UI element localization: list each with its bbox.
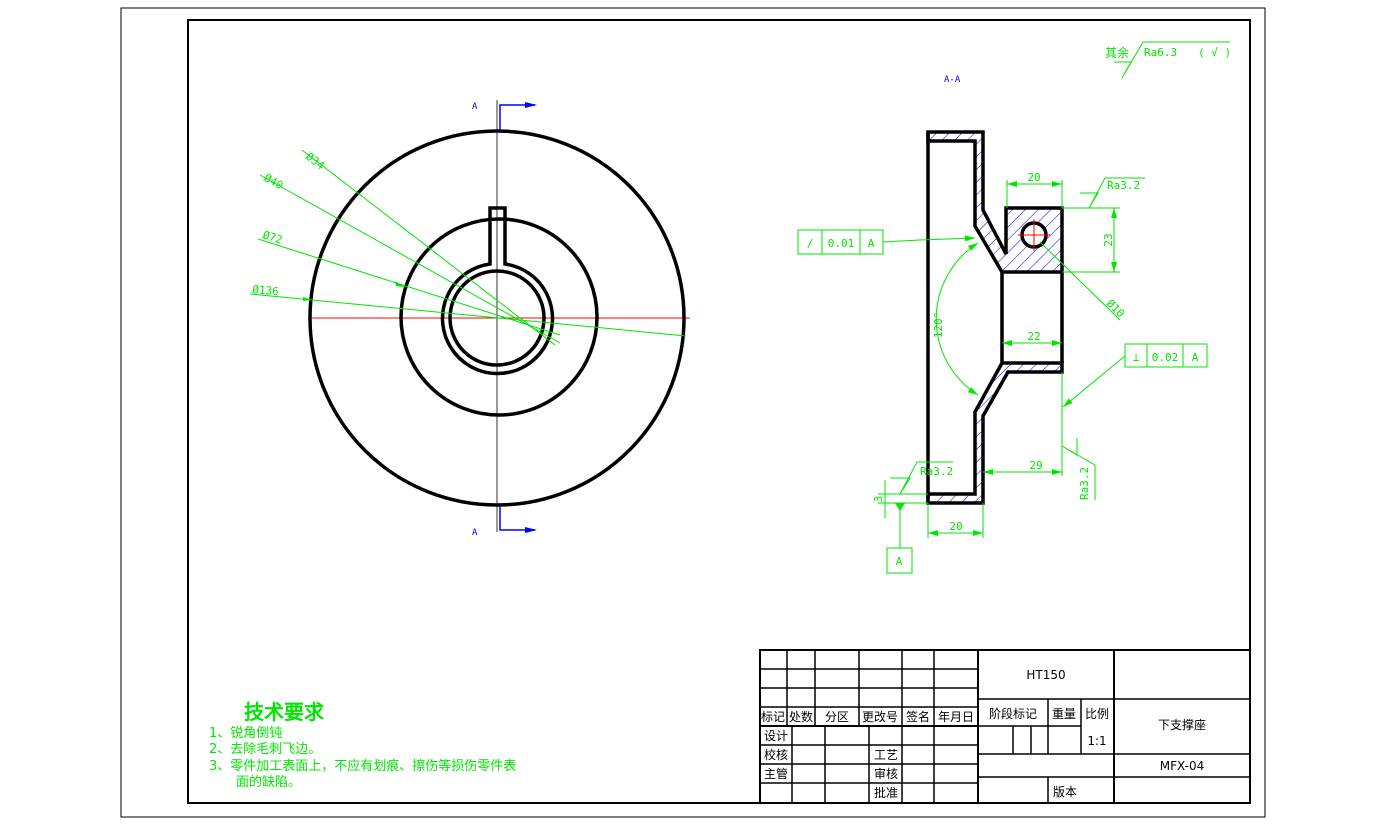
title-block [759, 649, 1251, 804]
section-mark-top: A [472, 102, 537, 130]
svg-text:/: / [807, 237, 814, 250]
section-mark-bottom: A [472, 506, 537, 538]
dim-angle: 120° [932, 242, 979, 396]
technical-requirements: 技术要求 1、锐角倒钝 2、去除毛刺飞边。 3、零件加工表面上，不应有划痕、擦伤… [209, 700, 516, 790]
tb-part-name: 下支撑座 [1158, 717, 1206, 732]
tb-weight: 重量 [1052, 707, 1076, 721]
inner-frame [187, 19, 1251, 804]
roughness-top: Ra3.2 [1080, 177, 1145, 209]
tb-header: 分区 [825, 710, 849, 724]
keyway-bore [440, 206, 555, 376]
runout-tolerance-frame: / 0.01 A [797, 229, 976, 255]
tech-req-item: 3、零件加工表面上，不应有划痕、擦伤等损伤零件表 [209, 758, 516, 774]
svg-text:( √ ): ( √ ) [1198, 46, 1231, 59]
section-label: A [472, 528, 478, 538]
tb-header: 签名 [906, 709, 930, 724]
lower-shell-section [926, 361, 1064, 505]
outer-frame [120, 7, 1266, 818]
svg-text:⊥: ⊥ [1133, 351, 1140, 364]
hole-centermark [1018, 219, 1050, 251]
tb-scale-label: 比例 [1085, 707, 1109, 721]
general-roughness: 其余 Ra6.3 ( √ ) [1105, 41, 1231, 79]
svg-text:A: A [1192, 351, 1199, 364]
tb-drawing-no: MFX-04 [1160, 759, 1204, 773]
svg-text:Ra3.2: Ra3.2 [1078, 467, 1091, 500]
tb-header: 更改号 [862, 710, 898, 724]
svg-text:A: A [868, 237, 875, 250]
dim-d40: Ø40 [259, 171, 561, 344]
upper-shell-section [926, 130, 1064, 274]
tb-role: 主管 [764, 766, 788, 781]
svg-text:3: 3 [872, 496, 885, 503]
dim-base-width: 20 [927, 503, 984, 538]
svg-text:Ø40: Ø40 [262, 171, 286, 192]
dim-boss-height: 23 [1062, 207, 1120, 273]
title-block-text: 标记 处数 分区 更改号 签名 年月日 设计 校核 主管 工艺 审核 批准 HT… [761, 668, 1206, 800]
front-view: A A Ø34 Ø40 Ø72 Ø136 [249, 100, 690, 538]
dim-bore-width: 22 [1002, 330, 1062, 346]
svg-text:其余: 其余 [1105, 45, 1129, 60]
svg-text:Ra6.3: Ra6.3 [1144, 46, 1177, 59]
section-view: A-A 20 23 Ra3.2 Ø10 [797, 75, 1208, 574]
svg-text:0.02: 0.02 [1152, 351, 1179, 364]
tb-role: 校核 [764, 747, 788, 762]
section-view-label: A-A [944, 75, 961, 85]
dim-d136: Ø136 [249, 283, 687, 337]
svg-text:29: 29 [1029, 459, 1042, 472]
tb-header: 处数 [789, 709, 813, 724]
svg-text:20: 20 [949, 520, 962, 533]
tb-role: 设计 [764, 729, 788, 743]
tech-req-title: 技术要求 [244, 700, 325, 724]
tech-req-item: 面的缺陷。 [236, 774, 301, 790]
dim-flange-offset: 29 [983, 372, 1063, 476]
svg-text:120°: 120° [932, 312, 945, 339]
tb-role: 审核 [874, 766, 898, 781]
outer-circle [308, 129, 686, 507]
svg-text:22: 22 [1027, 330, 1040, 343]
roughness-right: Ra3.2 [1061, 438, 1096, 500]
section-label: A [472, 102, 478, 112]
tech-req-item: 1、锐角倒钝 [209, 726, 282, 741]
svg-text:20: 20 [1027, 171, 1040, 184]
dim-d34: Ø34 [301, 149, 556, 346]
boss-circle [399, 217, 599, 417]
datum-a: A [886, 503, 913, 574]
svg-text:Ø136: Ø136 [252, 283, 280, 298]
inner-circle [448, 269, 546, 367]
tech-req-item: 2、去除毛刺飞边。 [209, 742, 321, 757]
tb-stage-mark: 阶段标记 [989, 706, 1037, 721]
svg-text:Ø72: Ø72 [261, 228, 284, 246]
tb-header: 标记 [761, 710, 785, 724]
svg-text:Ra3.2: Ra3.2 [1107, 179, 1140, 192]
dim-boss-width: 20 [1006, 171, 1063, 208]
svg-text:Ø10: Ø10 [1104, 297, 1127, 320]
svg-text:0.01: 0.01 [828, 237, 855, 250]
perpendicularity-tolerance-frame: ⊥ 0.02 A [1062, 343, 1208, 408]
svg-text:Ra3.2: Ra3.2 [920, 465, 953, 478]
roughness-bottom: Ra3.2 [890, 461, 953, 495]
tb-version: 版本 [1053, 785, 1077, 799]
tb-scale: 1:1 [1087, 734, 1106, 748]
svg-text:A: A [896, 555, 903, 568]
tb-material: HT150 [1026, 668, 1065, 682]
svg-text:23: 23 [1102, 233, 1115, 246]
tb-header: 年月日 [938, 710, 974, 724]
tb-role: 工艺 [874, 748, 898, 762]
tb-role: 批准 [874, 785, 898, 800]
